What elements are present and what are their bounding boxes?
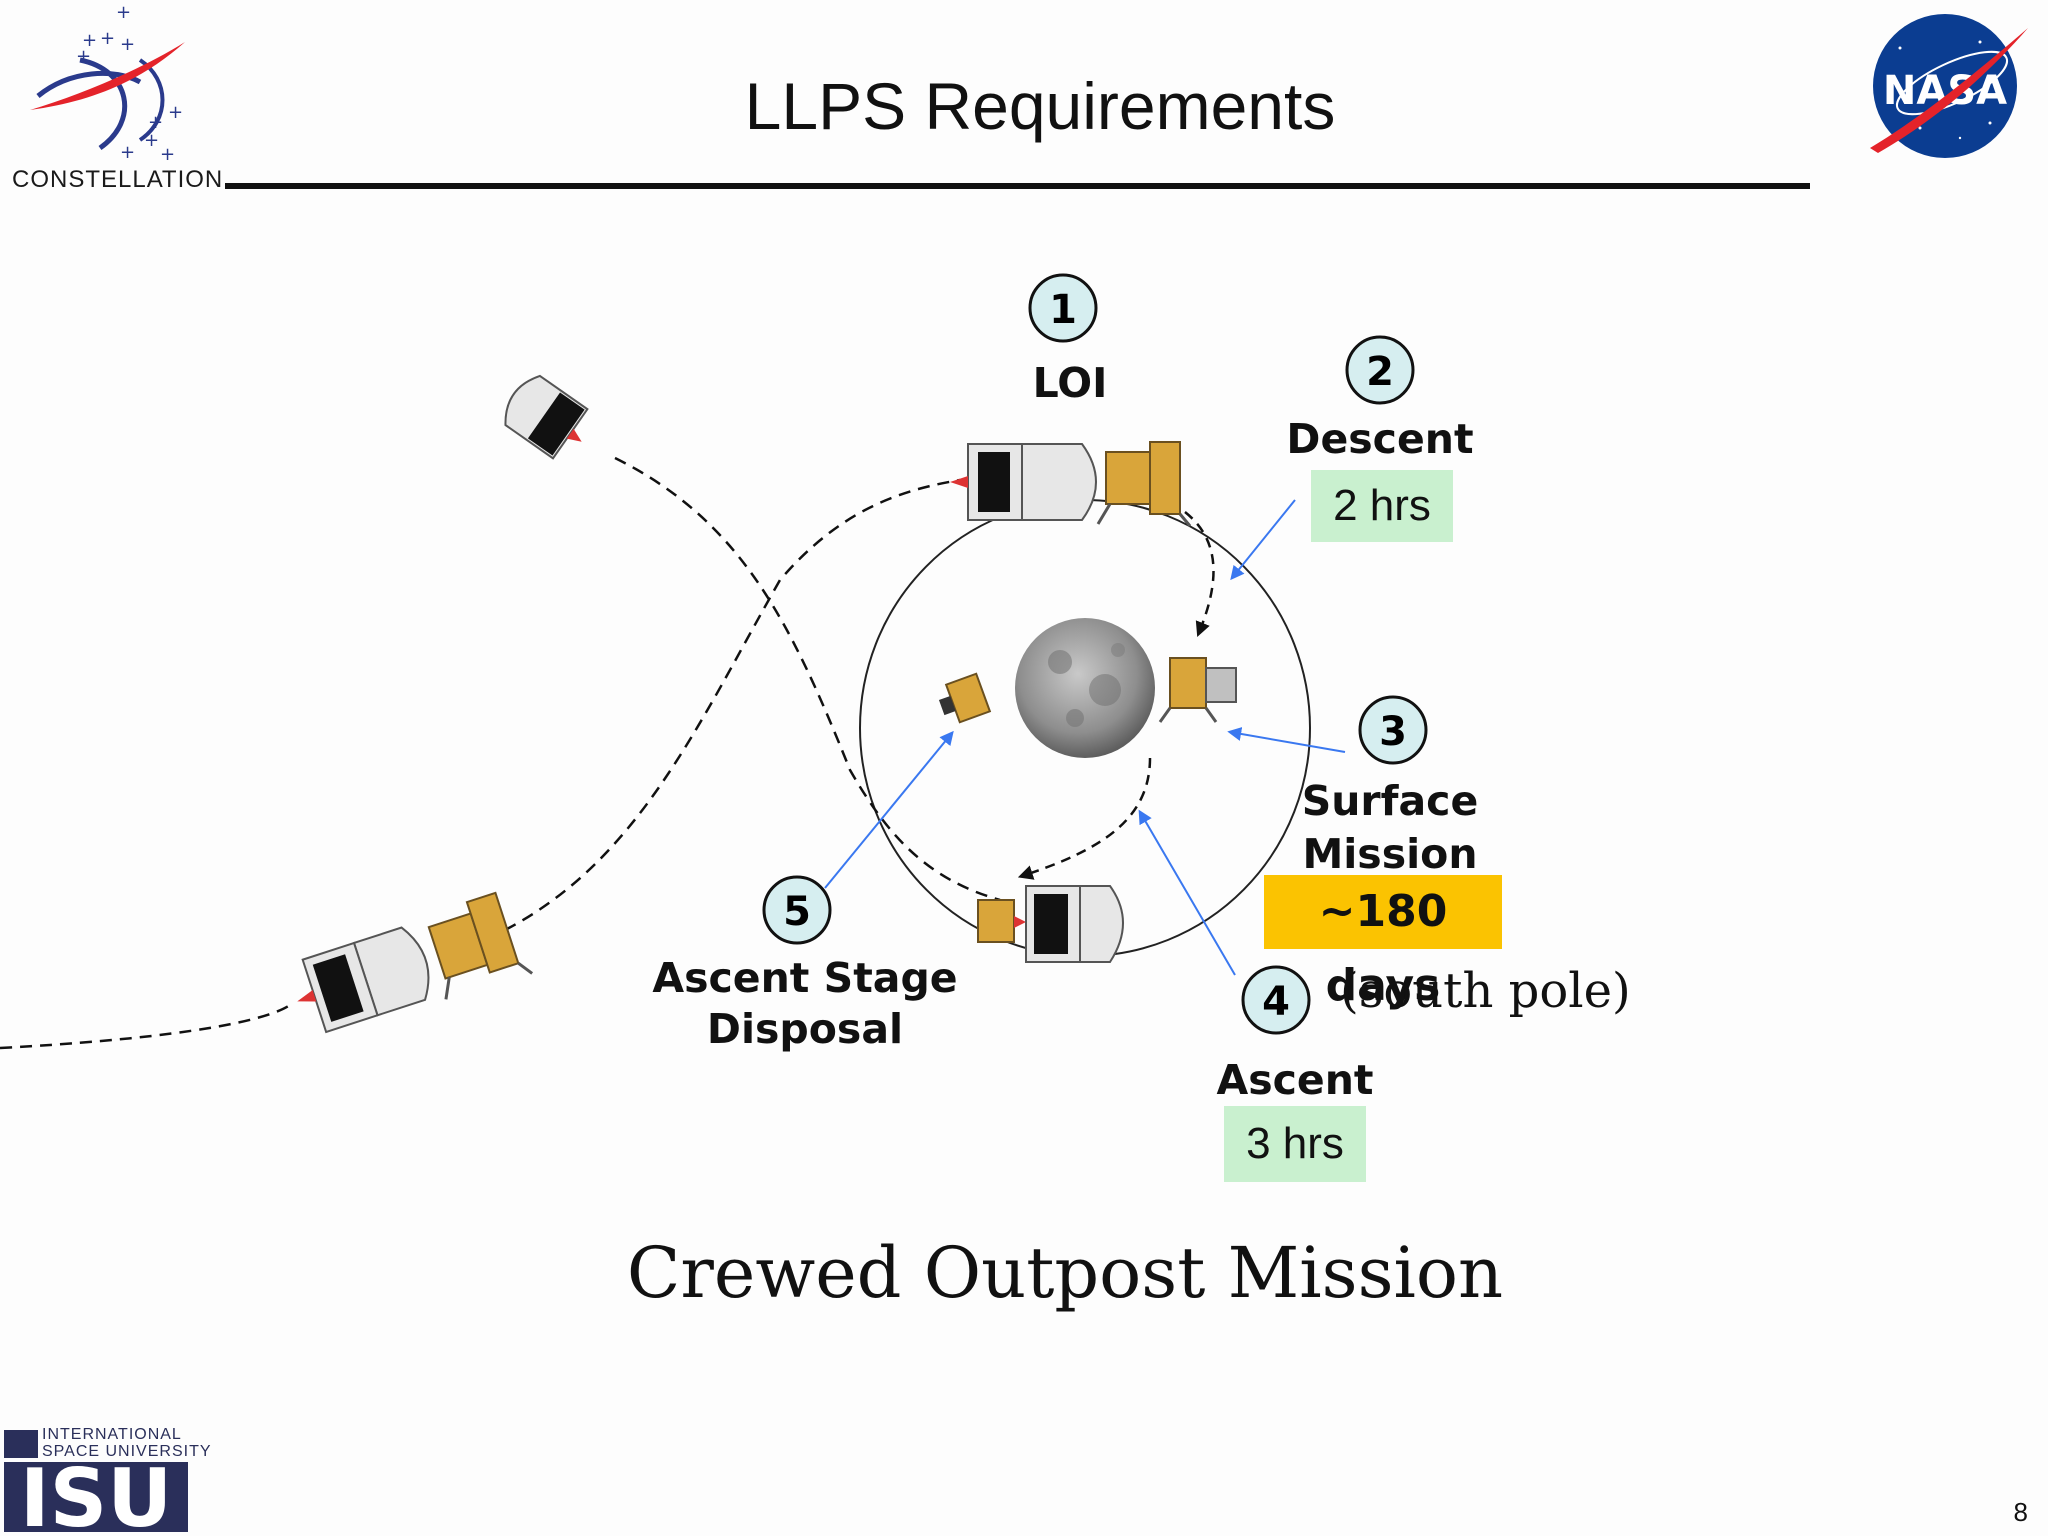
step-2-marker: 2 xyxy=(1345,335,1415,405)
isu-logo-line1: INTERNATIONAL xyxy=(42,1426,182,1443)
disposal-pointer xyxy=(824,730,954,889)
isu-logo-line2: SPACE UNIVERSITY xyxy=(42,1443,212,1460)
nasa-logo: NASA xyxy=(1870,14,2028,158)
isu-logo-letters: ISU xyxy=(20,1462,172,1532)
constellation-logo: + + + + + + + + + + xyxy=(30,2,185,165)
surface-lander-icon xyxy=(1158,657,1237,723)
star-icon: + xyxy=(116,2,131,23)
step-3-duration: ~180 days xyxy=(1264,875,1502,1011)
step-5-label-line1: Ascent Stage xyxy=(652,954,958,1002)
step-4-marker: 4 xyxy=(1241,965,1311,1035)
surface-pointer xyxy=(1227,727,1346,753)
step-2-duration: 2 hrs xyxy=(1311,470,1453,542)
descent-pointer xyxy=(1230,499,1296,581)
step-5-label-line2: Disposal xyxy=(706,1005,904,1053)
step-3-label-line1: Surface xyxy=(1301,777,1479,825)
ascent-stage-icon xyxy=(938,672,992,724)
step-5-number: 5 xyxy=(783,889,811,935)
loi-stack-icon xyxy=(950,441,1192,527)
header-divider xyxy=(225,183,1810,189)
step-2-number: 2 xyxy=(1366,349,1394,395)
departure-trajectory xyxy=(614,456,1001,902)
page-number: 8 xyxy=(2013,1497,2028,1527)
arrival-trajectory xyxy=(0,1003,291,1050)
descent-arrow xyxy=(1184,511,1215,637)
star-icon: + xyxy=(120,142,135,163)
step-2-label: Descent xyxy=(1286,415,1474,463)
isu-logo-mark: ISU xyxy=(4,1462,188,1532)
step-4-label: Ascent xyxy=(1216,1056,1374,1104)
diagram-caption: Crewed Outpost Mission xyxy=(626,1232,1504,1314)
step-1-label: LOI xyxy=(1032,359,1108,407)
ascent-pointer xyxy=(1138,809,1236,976)
orion-capsule-icon xyxy=(504,374,589,460)
step-3-note: (south pole) xyxy=(1340,963,1631,1019)
isu-logo-text: INTERNATIONAL SPACE UNIVERSITY xyxy=(42,1426,212,1460)
step-5-marker: 5 xyxy=(762,875,832,945)
constellation-logo-text: CONSTELLATION xyxy=(12,166,224,193)
step-3-number: 3 xyxy=(1379,709,1407,755)
approach-trajectory xyxy=(504,478,961,932)
isu-logo-block xyxy=(4,1430,38,1458)
step-1-marker: 1 xyxy=(1028,273,1098,343)
moon-icon xyxy=(1015,618,1155,758)
star-icon: + xyxy=(168,102,183,123)
rendezvous-stack-icon xyxy=(977,885,1124,963)
star-icon: + xyxy=(120,34,135,55)
step-4-duration: 3 hrs xyxy=(1224,1106,1366,1182)
step-3-marker: 3 xyxy=(1358,695,1428,765)
step-3-label-line2: Mission xyxy=(1302,830,1478,878)
star-icon: + xyxy=(82,30,97,51)
step-4-number: 4 xyxy=(1262,979,1290,1025)
page-title: LLPS Requirements xyxy=(744,69,1336,143)
ascent-arrow xyxy=(1017,757,1152,880)
arriving-stack-icon xyxy=(297,891,534,1034)
star-icon: + xyxy=(100,28,115,49)
step-1-number: 1 xyxy=(1049,287,1077,333)
star-icon: + xyxy=(160,144,175,165)
